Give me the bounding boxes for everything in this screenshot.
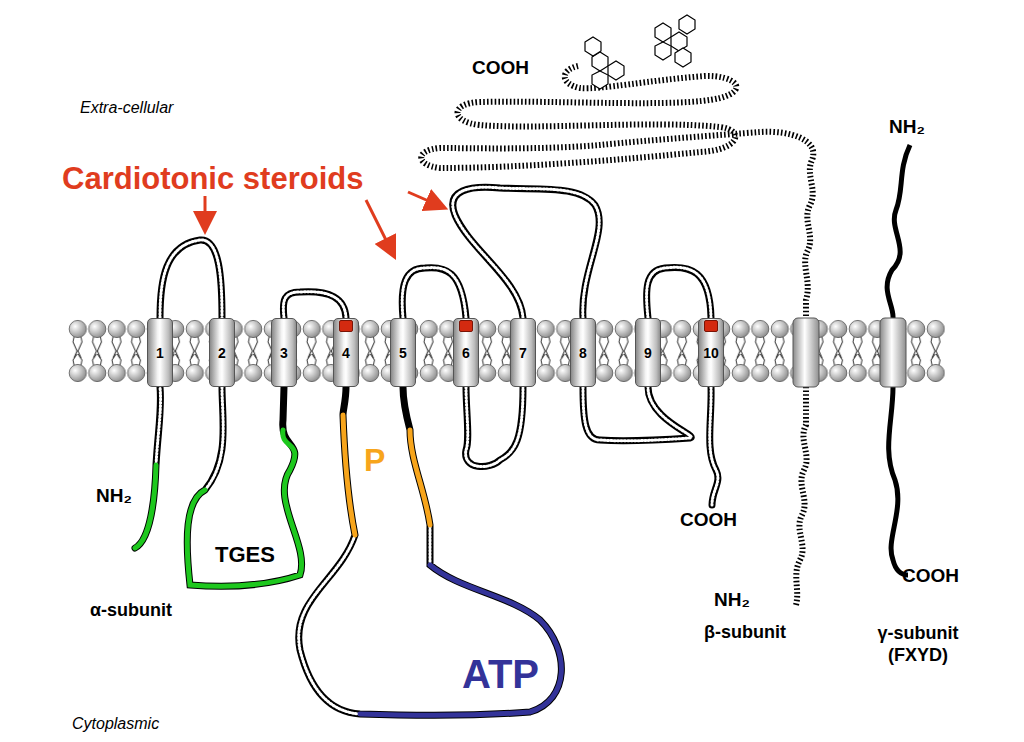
terminus-label: NH₂ bbox=[889, 117, 925, 138]
domain-label: P bbox=[364, 443, 385, 478]
transmembrane-helix: 1 bbox=[147, 318, 173, 387]
binding-site bbox=[704, 320, 718, 332]
transmembrane-helix: 8 bbox=[570, 318, 596, 387]
binding-site bbox=[339, 320, 353, 332]
alpha-subunit-chain bbox=[135, 187, 718, 715]
helix-number: 2 bbox=[218, 345, 226, 361]
helix-number: 4 bbox=[342, 345, 350, 361]
transmembrane-helix: 2 bbox=[209, 318, 235, 387]
domain-label: ATP bbox=[462, 652, 539, 696]
helix-number: 6 bbox=[462, 345, 470, 361]
glycosylation bbox=[585, 15, 695, 89]
beta-subunit-chain bbox=[421, 66, 813, 605]
steroid-arrows bbox=[205, 192, 440, 252]
transmembrane-helix: 5 bbox=[390, 318, 416, 387]
subunit-label: γ-subunit (FXYD) bbox=[868, 623, 968, 666]
binding-site bbox=[459, 320, 473, 332]
helix-number: 1 bbox=[156, 345, 164, 361]
helix-number: 3 bbox=[280, 345, 288, 361]
region-label: Cytoplasmic bbox=[72, 715, 159, 733]
helix-number: 9 bbox=[644, 345, 652, 361]
subunit-label: α-subunit bbox=[90, 601, 172, 621]
terminus-label: COOH bbox=[680, 510, 737, 531]
domain-label: TGES bbox=[215, 543, 275, 567]
drug-label: Cardiotonic steroids bbox=[62, 162, 363, 196]
terminus-label: COOH bbox=[902, 566, 959, 587]
subunit-label: β-subunit bbox=[704, 623, 786, 643]
terminus-label: NH₂ bbox=[96, 486, 132, 507]
terminus-label: NH₂ bbox=[714, 590, 750, 611]
terminus-label: COOH bbox=[472, 58, 529, 79]
region-label: Extra-cellular bbox=[80, 99, 173, 117]
helix-number: 7 bbox=[519, 345, 527, 361]
helix-number: 8 bbox=[579, 345, 587, 361]
beta-helix bbox=[793, 318, 819, 387]
helix-number: 10 bbox=[703, 345, 719, 361]
transmembrane-helix: 3 bbox=[271, 318, 297, 387]
helix-number: 5 bbox=[399, 345, 407, 361]
transmembrane-helix: 7 bbox=[510, 318, 536, 387]
gamma-helix bbox=[880, 318, 906, 387]
transmembrane-helix: 9 bbox=[635, 318, 661, 387]
